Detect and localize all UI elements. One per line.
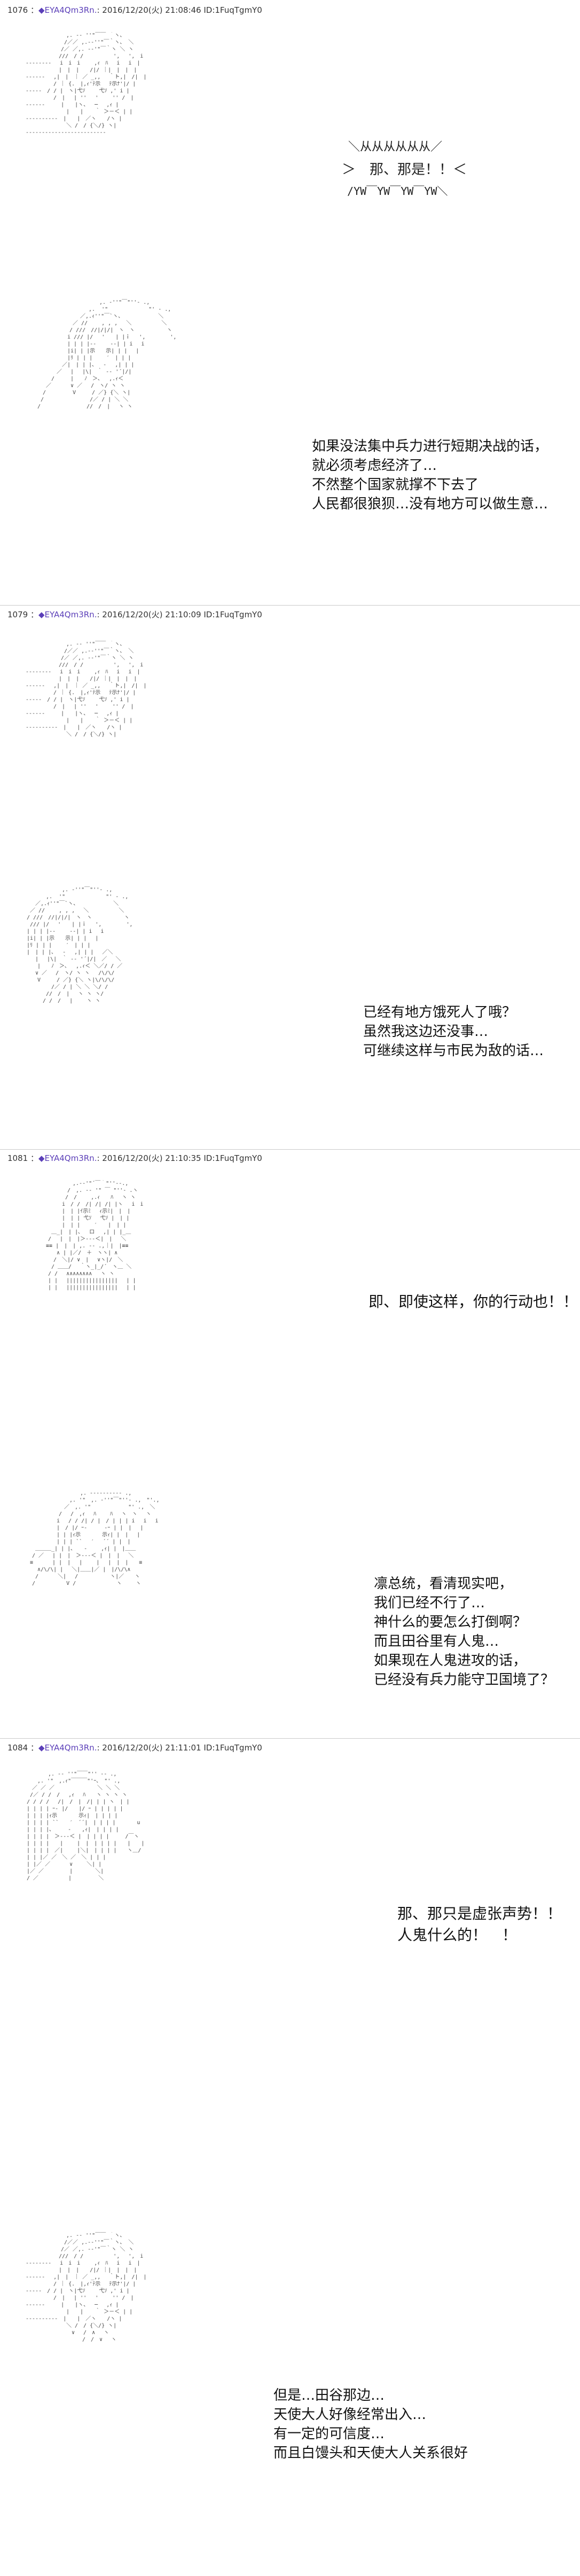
post-header-1081: 1081 ：◆EYA4Qm3Rn.: 2016/12/20(火) 21:10:3… <box>7 1152 262 1164</box>
post-number: 1084 <box>7 1743 28 1753</box>
post-header-1084: 1084 ：◆EYA4Qm3Rn.: 2016/12/20(火) 21:11:0… <box>7 1742 262 1753</box>
post-number: 1076 <box>7 5 28 15</box>
post-number: 1079 <box>7 610 28 619</box>
post-header-1076: 1076 ：◆EYA4Qm3Rn.: 2016/12/20(火) 21:08:4… <box>7 4 262 15</box>
ascii-art-panel-4: ,. ‐''"￣"''‐ ., ,. '" "' ‐ ., ／,.ｨ''"￣`ヽ… <box>27 887 133 1004</box>
ascii-art-panel-1: ,. -‐ ''"￣￣ ｀ヽ、 /／／ ,.-‐''"￣｀ヽ、 ＼ /／ ／,.… <box>26 33 147 136</box>
post-meta: : 2016/12/20(火) 21:11:01 ID:1FuqTgmY0 <box>97 1743 262 1753</box>
post-divider <box>0 1149 580 1150</box>
post-number: 1081 <box>7 1153 28 1163</box>
post-author[interactable]: ◆EYA4Qm3Rn. <box>38 5 97 15</box>
post-author[interactable]: ◆EYA4Qm3Rn. <box>38 610 97 619</box>
ascii-art-panel-3: ,. -‐ ''"￣￣ ｀ヽ、 /／／ ,.-‐''"￣｀ヽ、 ＼ /／ ／,.… <box>26 641 147 737</box>
dialogue-1079: 已经有地方饿死人了哦？ 虽然我这边还没事… 可继续这样与市民为敌的话… <box>363 1004 544 1059</box>
post-separator: ： <box>30 1153 38 1163</box>
post-author[interactable]: ◆EYA4Qm3Rn. <box>38 1153 97 1163</box>
dialogue-1076: 如果没法集中兵力进行短期决战的话， 就必须考虑经济了… 不然整个国家就撑不下去了… <box>312 438 548 512</box>
dialogue-1084-b: 但是…田谷那边… 天使大人好像经常出入… 有一定的可信度… 而且白馒头和天使大人… <box>273 2387 468 2461</box>
post-meta: : 2016/12/20(火) 21:08:46 ID:1FuqTgmY0 <box>97 5 262 15</box>
post-separator: ： <box>30 1743 38 1753</box>
ascii-art-panel-5: ,.-‐'"´￣｀"''‐-., / ,. -‐ '" ￣ "''‐ .ヽ / … <box>46 1181 144 1291</box>
post-meta: : 2016/12/20(火) 21:10:35 ID:1FuqTgmY0 <box>97 1153 262 1163</box>
shout-top: ＼从从从从从从／ <box>348 140 443 154</box>
shout-bottom: /YW￣YW￣YW￣YW＼ <box>347 185 448 198</box>
ascii-art-panel-7: ,. -‐ ''"￣￣"'' ‐- ., ,. '" ,.ｨ"￣￣￣"'ｰ､ "… <box>27 1771 145 1881</box>
shout-line: ＞ 那、那是！！＜ <box>342 162 467 178</box>
dialogue-1081-a: 即、即使这样，你的行动也！！ <box>369 1293 578 1310</box>
post-meta: : 2016/12/20(火) 21:10:09 ID:1FuqTgmY0 <box>97 610 262 619</box>
ascii-art-panel-2: ,. ‐''"￣"''‐ ., ,. '" "' ‐ ., ／,.ｨ''"￣`ヽ… <box>37 300 177 410</box>
dialogue-1084-a: 那、那只是虚张声势！！ 人鬼什么的！ ！ <box>397 1905 562 1944</box>
post-author[interactable]: ◆EYA4Qm3Rn. <box>38 1743 97 1753</box>
dialogue-1081-b: 凛总统，看清现实吧， 我们已经不行了… 神什么的要怎么打倒啊？ 而且田谷里有人鬼… <box>374 1576 555 1688</box>
post-header-1079: 1079 ：◆EYA4Qm3Rn.: 2016/12/20(火) 21:10:0… <box>7 609 262 620</box>
post-divider <box>0 605 580 606</box>
post-separator: ： <box>30 5 38 15</box>
post-divider <box>0 1738 580 1739</box>
ascii-art-panel-6: ,. -‐‐‐‐‐‐‐‐- ., ,. '" ,. ‐''"￣"''‐ ., "… <box>30 1490 160 1587</box>
ascii-art-panel-8: ,. -‐ ''"￣￣ ｀ヽ、 /／／ ,.-‐''"￣｀ヽ、 ＼ /／ ／,.… <box>26 2233 147 2343</box>
post-separator: ： <box>30 610 38 619</box>
